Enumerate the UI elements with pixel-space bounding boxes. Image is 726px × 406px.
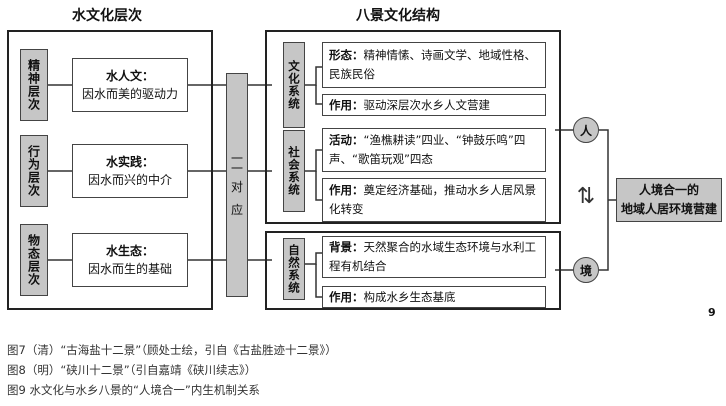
society-role-box: 作用：奠定经济基础，推动水乡人居风景化转变 xyxy=(322,178,546,222)
layer-spiritual: 精神层次 xyxy=(20,49,48,121)
bracket-line xyxy=(315,85,322,105)
correspondence-line1: 一一 xyxy=(229,152,244,172)
society-activity-heading: 活动： xyxy=(329,133,364,147)
water-humanity-box: 水人文： 因水而美的驱动力 xyxy=(72,58,188,112)
layer-material: 物态层次 xyxy=(20,224,48,296)
bracket-line xyxy=(305,252,322,265)
nature-background-text: 天然聚合的水域生态环境与水利工程有机结合 xyxy=(329,240,536,273)
result-line1: 人境合一的 xyxy=(638,183,699,197)
exchange-arrows-icon: ⇅ xyxy=(576,184,596,209)
circle-people: 人 xyxy=(573,117,599,143)
society-activity-text: “渔樵耕读”四业、“钟鼓乐鸣”四声、“歌笛玩观”四态 xyxy=(329,133,526,166)
nature-role-box: 作用：构成水乡生态基底 xyxy=(322,286,546,308)
water-ecology-box: 水生态： 因水而生的基础 xyxy=(72,233,188,287)
bracket-line xyxy=(315,171,322,201)
right-frame-lower xyxy=(265,231,561,310)
system-society: 社会系统 xyxy=(283,130,305,212)
layer-behavior: 行为层次 xyxy=(20,135,48,207)
correspondence-line2: 对 xyxy=(230,180,243,194)
system-nature: 自然系统 xyxy=(283,238,305,300)
water-ecology-text: 因水而生的基础 xyxy=(87,262,172,276)
right-frame-upper xyxy=(265,30,561,224)
correspondence-bar: 一一 对 应 xyxy=(226,73,248,297)
bracket-line xyxy=(305,149,322,172)
water-practice-heading: 水实践： xyxy=(105,155,154,169)
page-number: 9 xyxy=(708,306,716,319)
society-role-heading: 作用： xyxy=(329,183,364,197)
water-humanity-heading: 水人文： xyxy=(105,69,154,83)
correspondence-line3: 应 xyxy=(230,203,243,217)
water-practice-box: 水实践： 因水而兴的中介 xyxy=(72,144,188,198)
circle-environment: 境 xyxy=(573,257,599,283)
caption-fig9: 图9 水文化与水乡八景的“人境合一”内生机制关系 xyxy=(7,383,260,397)
nature-role-heading: 作用： xyxy=(329,289,364,304)
system-culture: 文化系统 xyxy=(283,42,305,128)
water-practice-text: 因水而兴的中介 xyxy=(87,173,172,187)
culture-form-text: 精神情愫、诗画文学、地域性格、民族民俗 xyxy=(329,48,536,81)
culture-role-box: 作用：驱动深层次水乡人文营建 xyxy=(322,94,546,116)
culture-form-heading: 形态： xyxy=(329,48,364,62)
water-ecology-heading: 水生态： xyxy=(105,244,154,258)
left-frame xyxy=(7,30,213,310)
caption-fig8: 图8（明）“硖川十二景”（引自嘉靖《硖川续志》） xyxy=(7,363,257,377)
water-humanity-text: 因水而美的驱动力 xyxy=(81,87,178,101)
culture-role-text: 驱动深层次水乡人文营建 xyxy=(363,97,491,112)
connector-line xyxy=(599,129,609,271)
nature-background-box: 背景：天然聚合的水域生态环境与水利工程有机结合 xyxy=(322,236,546,278)
nature-background-heading: 背景： xyxy=(329,240,364,254)
culture-role-heading: 作用： xyxy=(329,97,364,112)
bracket-line xyxy=(305,66,322,86)
result-line2: 地域人居环境营建 xyxy=(620,202,717,216)
nature-role-text: 构成水乡生态基底 xyxy=(363,289,456,304)
result-box: 人境合一的 地域人居环境营建 xyxy=(616,178,722,222)
caption-fig7: 图7（清）“古海盐十二景”（顾处士绘，引自《古盐胜迹十二景》） xyxy=(7,343,337,357)
culture-form-box: 形态：精神情愫、诗画文学、地域性格、民族民俗 xyxy=(322,42,546,88)
society-activity-box: 活动：“渔樵耕读”四业、“钟鼓乐鸣”四声、“歌笛玩观”四态 xyxy=(322,128,546,172)
bracket-line xyxy=(315,264,322,298)
right-title: 八景文化结构 xyxy=(356,8,440,24)
left-title: 水文化层次 xyxy=(72,8,142,24)
society-role-text: 奠定经济基础，推动水乡人居风景化转变 xyxy=(329,183,536,216)
